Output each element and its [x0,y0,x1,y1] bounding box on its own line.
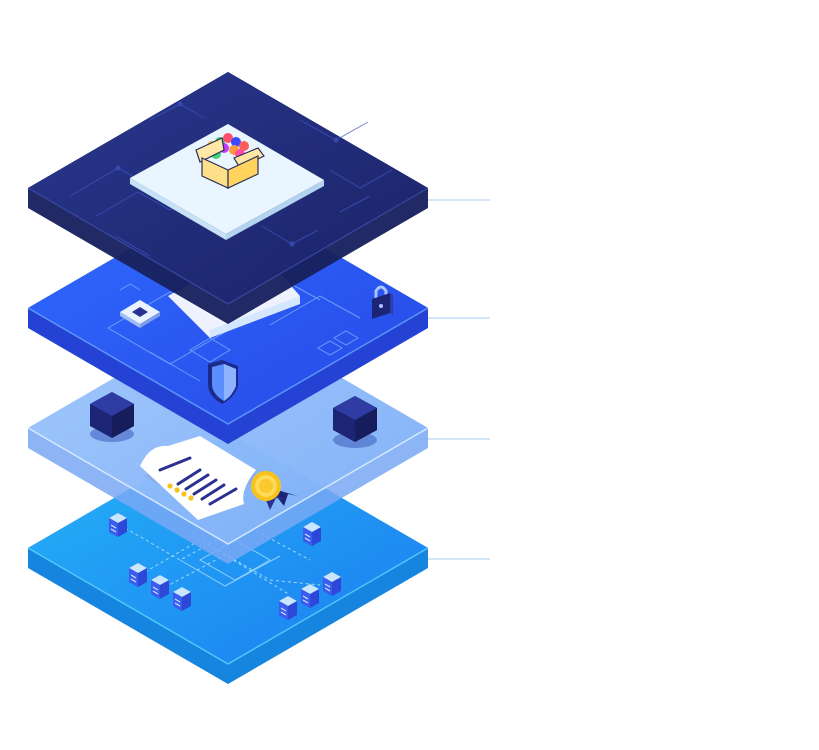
layer-application [27,72,429,324]
certificate-document-icon [140,436,262,520]
package-box-icon [195,133,265,189]
leader-lines [420,199,490,560]
chip-icon [120,300,160,328]
cube-icon [90,392,377,448]
server-node-icon [109,513,341,620]
padlock-icon [372,285,393,319]
award-medal-icon [251,471,298,510]
shield-icon [208,360,238,404]
